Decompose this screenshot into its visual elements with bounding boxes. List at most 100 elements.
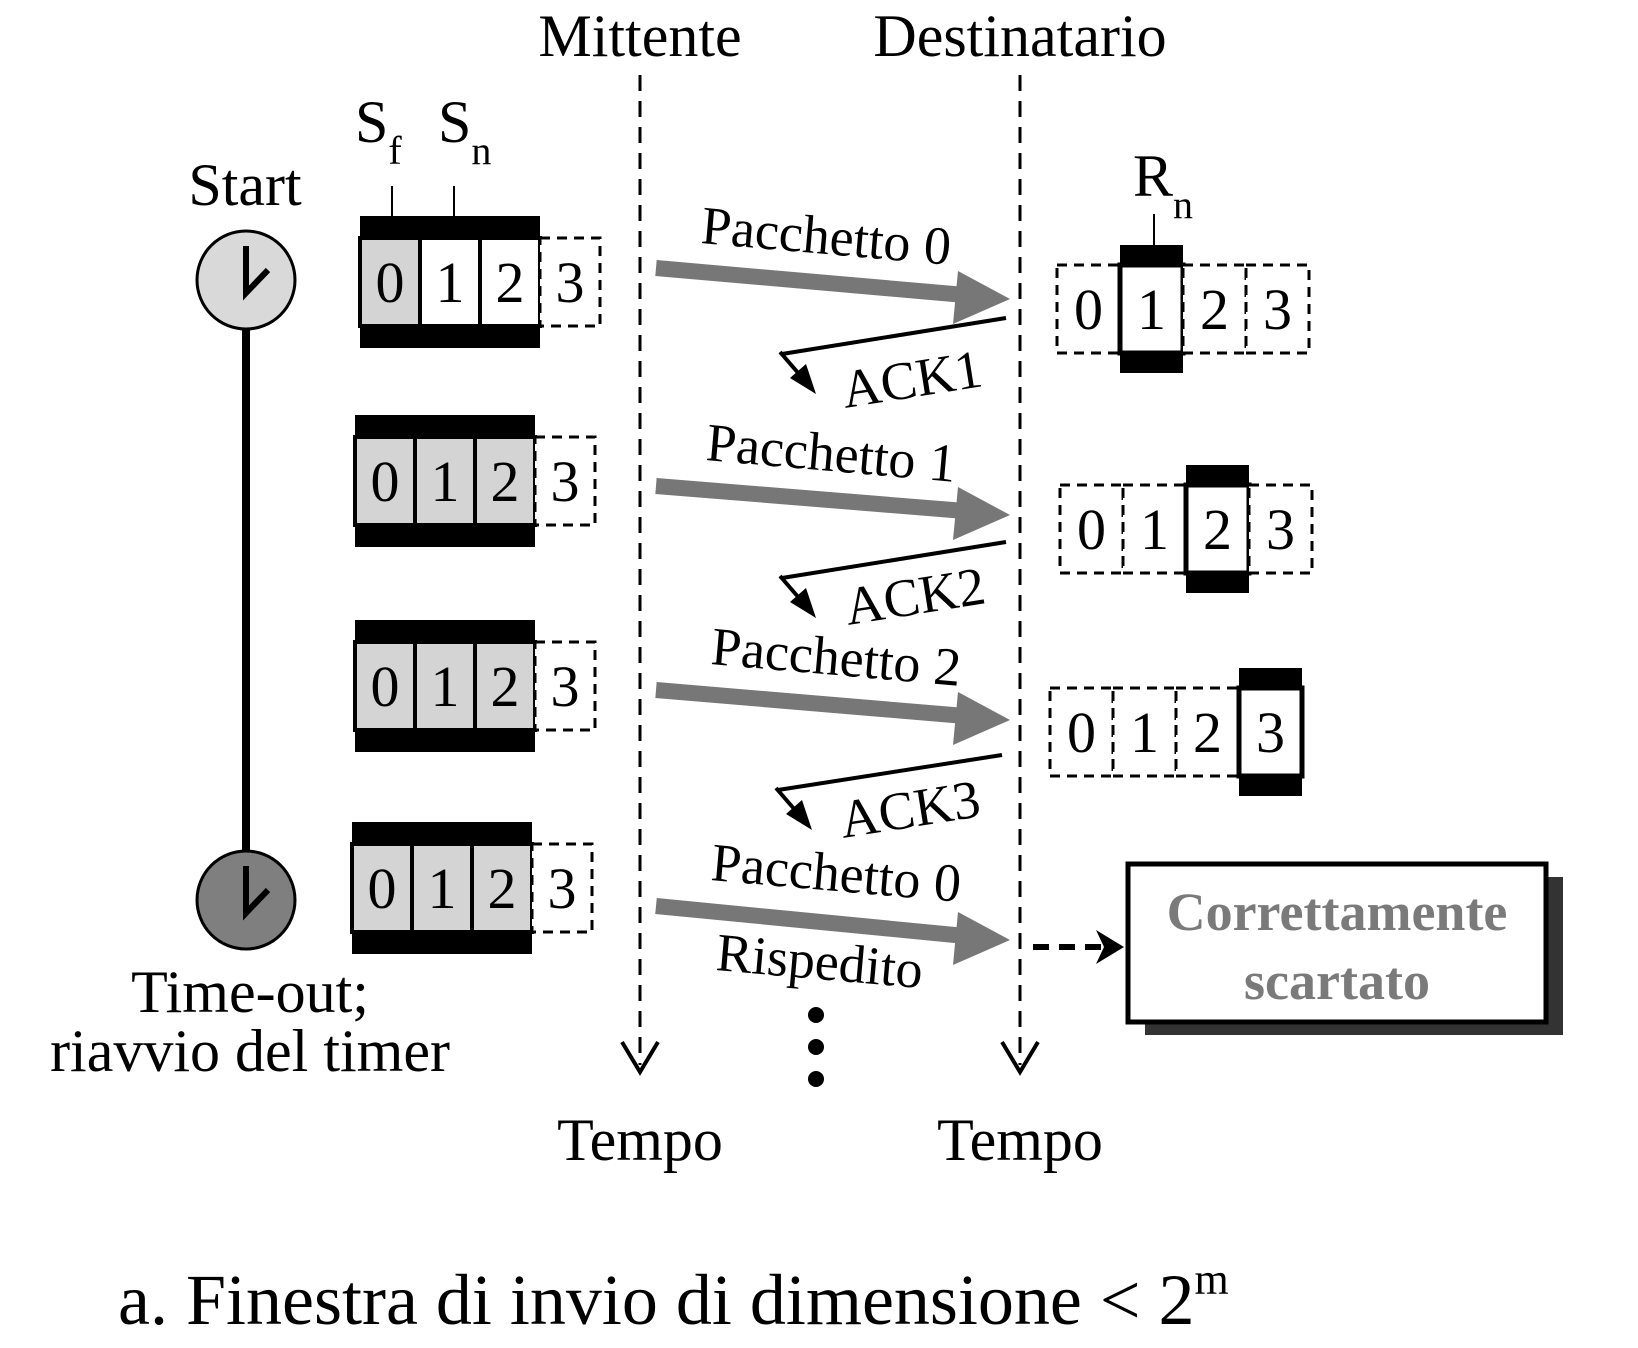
sequence-number: 1	[431, 449, 460, 514]
ack-label-3: ACK3	[835, 769, 984, 850]
receiver-label: Destinatario	[873, 3, 1166, 69]
sequence-cell	[1111, 686, 1178, 778]
packet-label-resend: Pacchetto 0	[709, 832, 964, 914]
sender-timeline-arrowhead	[620, 1040, 660, 1076]
window-top-bar	[360, 216, 540, 238]
sequence-number: 1	[436, 250, 465, 315]
sequence-cell	[1244, 263, 1311, 355]
sequence-cell	[1058, 483, 1125, 575]
sn-pointer: Sn	[438, 89, 491, 216]
sequence-cell	[350, 842, 414, 934]
sequence-number: 2	[1200, 277, 1229, 342]
result-line1: Correttamente	[1167, 882, 1508, 942]
sequence-number: 1	[1130, 700, 1159, 765]
sequence-number: 2	[1203, 497, 1232, 562]
expected-bottom-bar	[1239, 776, 1302, 796]
timeout-clock-icon	[195, 849, 297, 951]
sequence-cell	[533, 640, 597, 732]
packet-label-0: Pacchetto 0	[699, 195, 954, 277]
sequence-cell	[1181, 263, 1248, 355]
timeout-label-line2: riavvio del timer	[50, 1018, 450, 1084]
expected-bottom-bar	[1120, 353, 1183, 373]
window-top-bar	[352, 822, 532, 844]
caption: a. Finestra di invio di dimensione < 2m	[118, 1255, 1229, 1340]
svg-text:Rn: Rn	[1133, 143, 1193, 227]
sequence-number: 0	[1077, 497, 1106, 562]
ack-arrow-2	[778, 540, 1007, 618]
window-bottom-bar	[360, 326, 540, 348]
window-top-bar	[355, 620, 535, 642]
expected-top-bar	[1239, 668, 1302, 688]
sequence-cell	[1247, 483, 1314, 575]
sequence-cell	[353, 640, 417, 732]
sequence-cell	[473, 640, 537, 732]
svg-text:Sn: Sn	[438, 89, 491, 173]
sender-time-label: Tempo	[557, 1107, 723, 1173]
window-bottom-bar	[355, 730, 535, 752]
sf-pointer: Sf	[355, 89, 402, 216]
continuation-dot	[808, 1039, 824, 1055]
sequence-number: 1	[1140, 497, 1169, 562]
sequence-cell	[470, 842, 534, 934]
result-line2: scartato	[1244, 951, 1430, 1011]
ack-arrow-1	[778, 316, 1007, 394]
sequence-number: 2	[1193, 700, 1222, 765]
svg-text:Sf: Sf	[355, 89, 402, 173]
packet-arrow-0	[655, 260, 1010, 324]
sequence-number: 2	[488, 856, 517, 921]
sequence-cell	[530, 842, 594, 934]
packet-arrow-2	[655, 682, 1010, 745]
sequence-cell	[1048, 686, 1115, 778]
sequence-number: 0	[371, 654, 400, 719]
sequence-number: 2	[491, 654, 520, 719]
expected-sequence-cell	[1117, 262, 1186, 356]
packet-label-1: Pacchetto 1	[704, 412, 959, 494]
rn-pointer: Rn	[1133, 143, 1193, 246]
sequence-number: 0	[371, 449, 400, 514]
expected-sequence-cell	[1236, 685, 1305, 779]
sequence-number: 1	[431, 654, 460, 719]
start-label: Start	[188, 152, 302, 218]
continuation-dot	[808, 1071, 824, 1087]
sequence-number: 0	[376, 250, 405, 315]
sequence-number: 1	[1137, 277, 1166, 342]
sequence-number: 3	[548, 856, 577, 921]
ack-arrow-3	[774, 753, 1003, 830]
sequence-number: 0	[1074, 277, 1103, 342]
expected-top-bar	[1120, 245, 1183, 265]
timeout-label-line1: Time-out;	[131, 959, 369, 1025]
sequence-number: 3	[1266, 497, 1295, 562]
expected-top-bar	[1186, 465, 1249, 485]
sequence-number: 0	[1067, 700, 1096, 765]
sequence-number: 3	[1263, 277, 1292, 342]
sequence-cell	[538, 236, 602, 328]
sequence-number: 1	[428, 856, 457, 921]
sequence-number: 2	[491, 449, 520, 514]
sequence-number: 0	[368, 856, 397, 921]
sequence-number: 3	[551, 449, 580, 514]
expected-bottom-bar	[1186, 573, 1249, 593]
sequence-number: 3	[551, 654, 580, 719]
sequence-number: 3	[1256, 700, 1285, 765]
packet-arrow-1	[655, 478, 1010, 540]
sequence-cell	[413, 640, 477, 732]
sequence-number: 3	[556, 250, 585, 315]
sequence-cell	[358, 236, 422, 328]
discarded-result-box: Correttamente scartato	[1125, 861, 1563, 1035]
packet-label-2: Pacchetto 2	[709, 616, 964, 698]
window-bottom-bar	[352, 932, 532, 954]
ack-label-1: ACK1	[837, 339, 986, 420]
ack-label-2: ACK2	[840, 556, 989, 637]
receiver-timeline-arrowhead	[1000, 1040, 1040, 1076]
sequence-cell	[1121, 483, 1188, 575]
